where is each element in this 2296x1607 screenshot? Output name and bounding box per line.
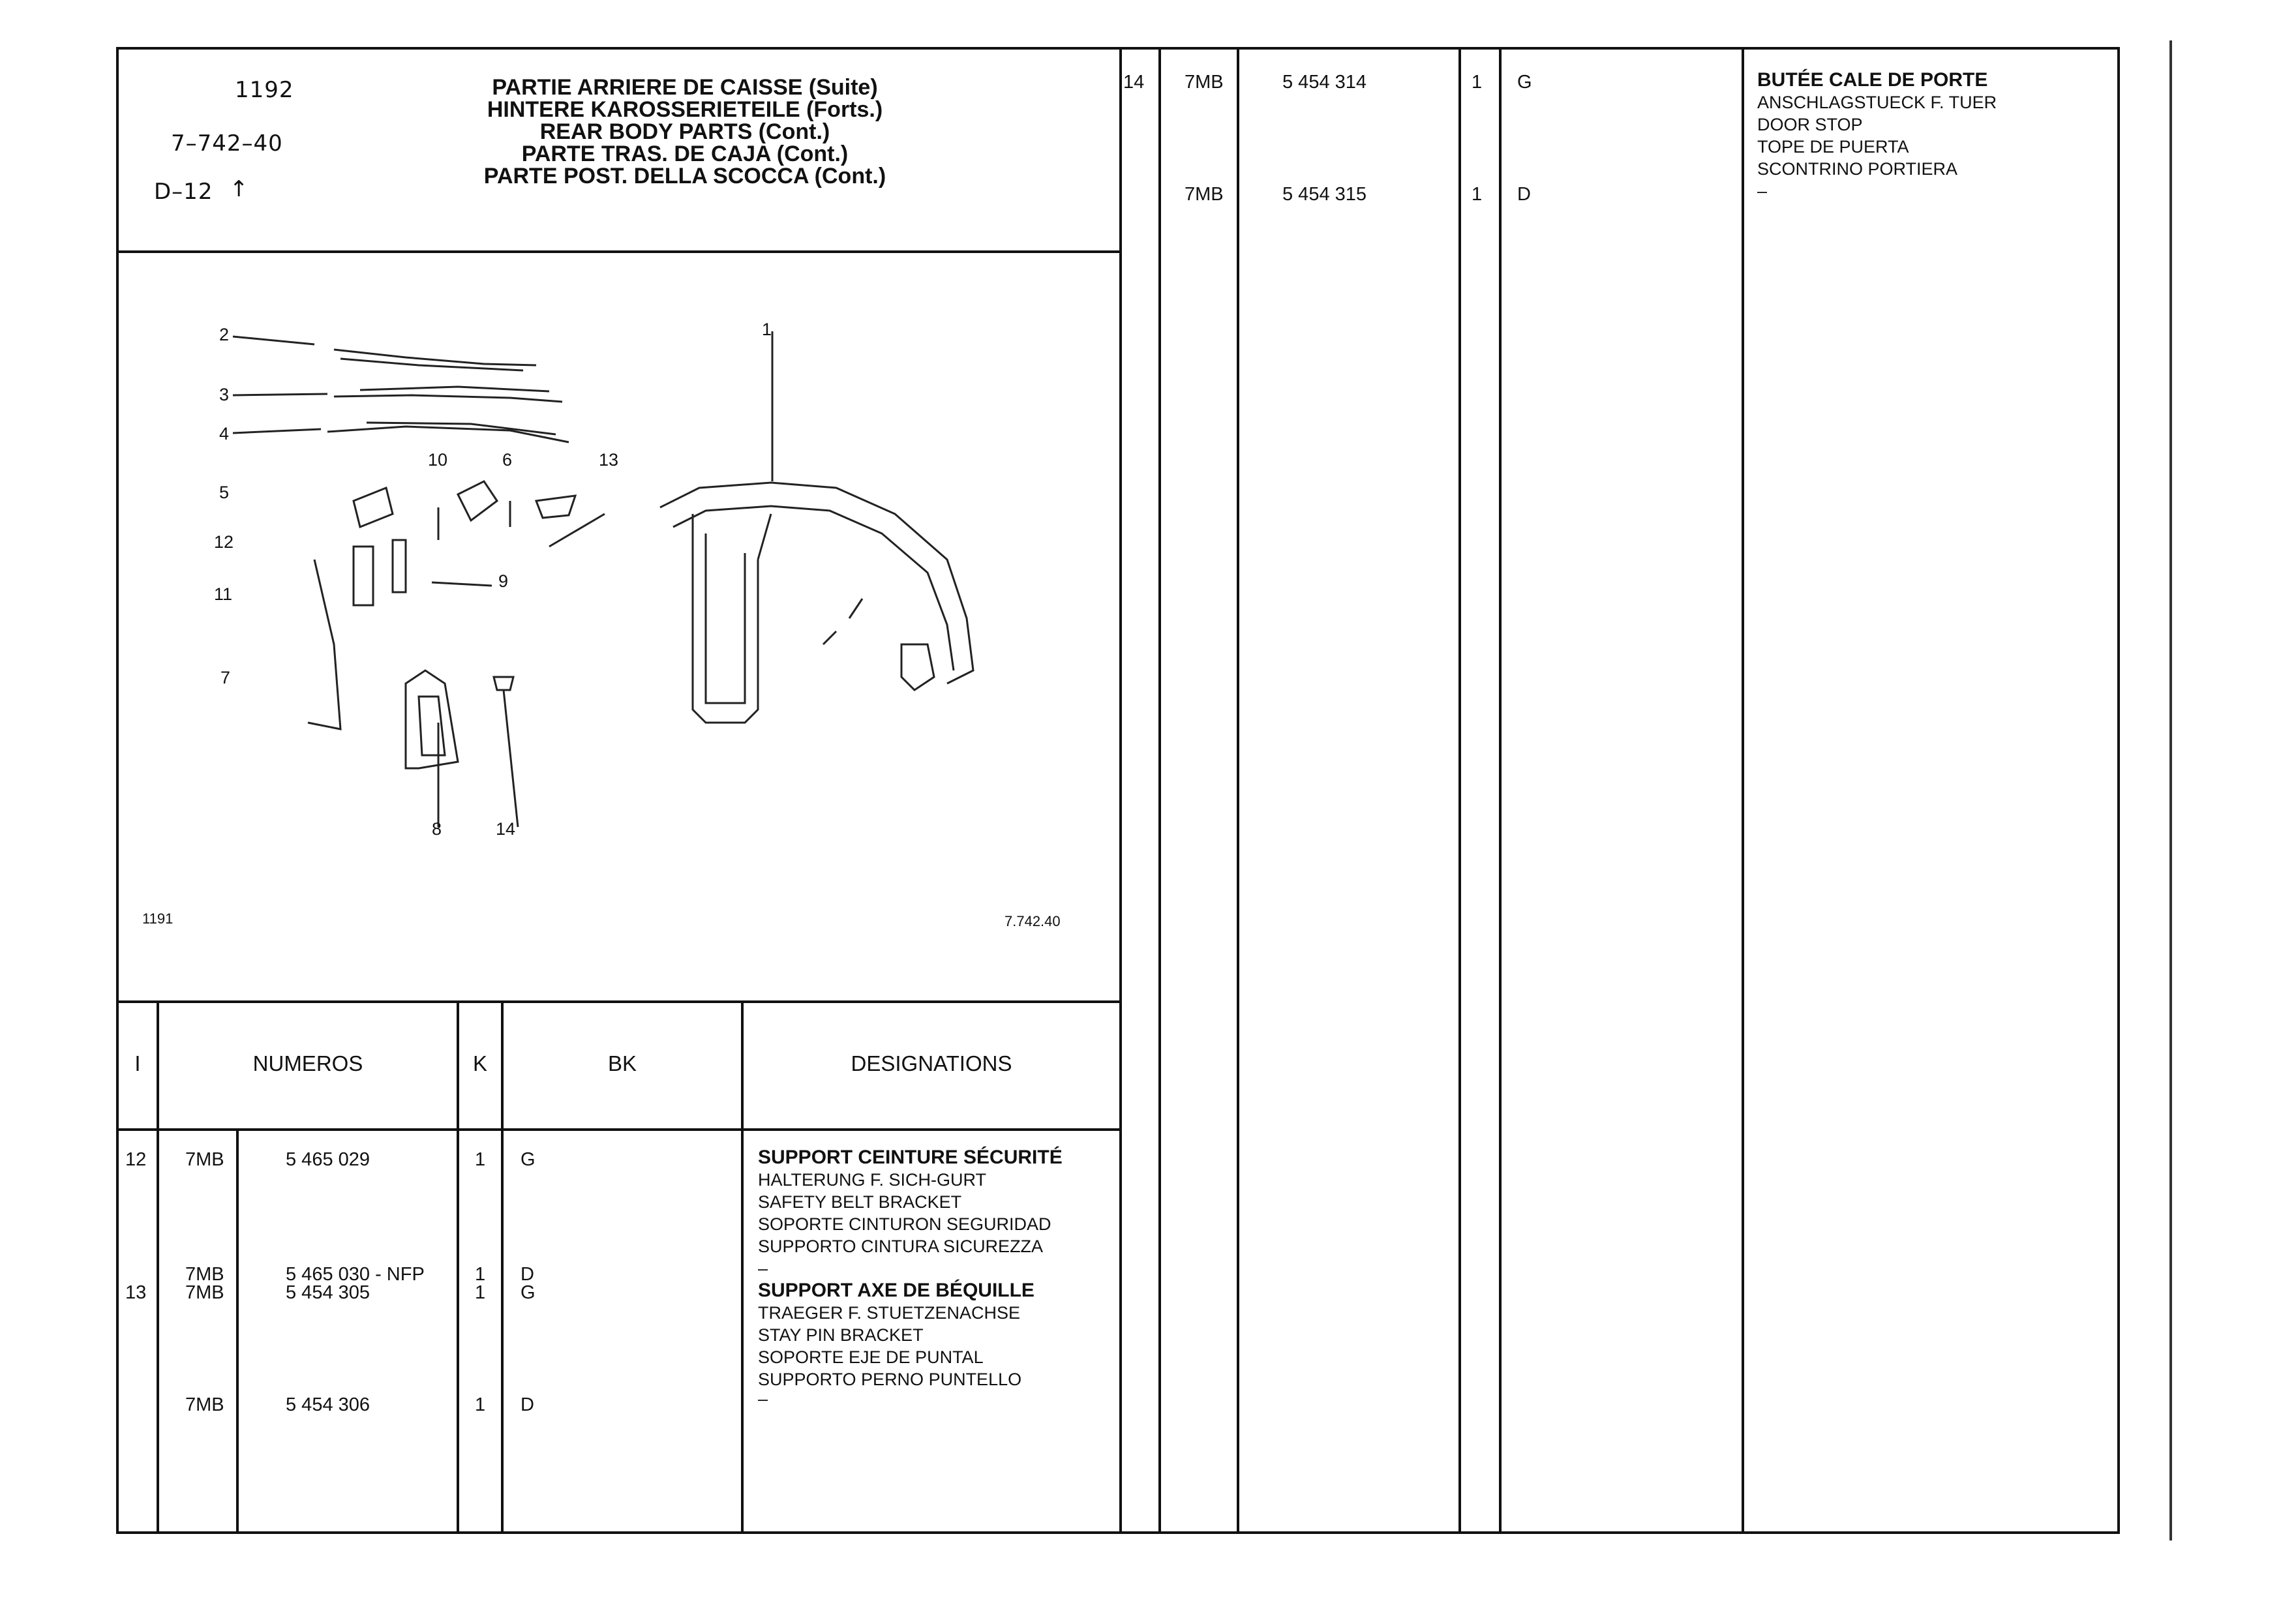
row-12-desig-it: SUPPORTO CINTURA SICUREZZA xyxy=(758,1237,1044,1256)
col-line-bk xyxy=(741,1000,744,1534)
header-bottom-rule xyxy=(116,250,1121,253)
row-13-k: 1 xyxy=(475,1282,486,1303)
row-12-desig-fr: SUPPORT CEINTURE SÉCURITÉ xyxy=(758,1147,1063,1168)
row-12-desig-de: HALTERUNG F. SICH-GURT xyxy=(758,1170,987,1190)
callout-4: 4 xyxy=(219,424,230,443)
row-14b-k: 1 xyxy=(1472,184,1483,205)
row-12-bk: G xyxy=(521,1149,536,1170)
callout-5: 5 xyxy=(219,483,230,502)
model-code: D–12 xyxy=(154,179,213,205)
row-14-desig-it: SCONTRINO PORTIERA xyxy=(1757,159,1958,179)
rcol-line-4 xyxy=(1499,47,1502,1534)
diagram-footer-right: 7.742.40 xyxy=(1004,913,1061,929)
col-header-numeros: NUMEROS xyxy=(252,1051,363,1075)
row-12-k: 1 xyxy=(475,1149,486,1170)
row-12-number: 5 465 029 xyxy=(286,1149,370,1170)
parts-catalog-sheet xyxy=(116,47,2120,1534)
col-line-k xyxy=(501,1000,504,1534)
row-13-bk: G xyxy=(521,1282,536,1303)
callout-12: 12 xyxy=(214,532,234,552)
row-12-index: 12 xyxy=(125,1149,147,1170)
row-14-index: 14 xyxy=(1123,72,1145,93)
rcol-line-5 xyxy=(1742,47,1744,1534)
row-14-number: 5 454 314 xyxy=(1282,72,1367,93)
row-13-desig-es: SOPORTE EJE DE PUNTAL xyxy=(758,1347,984,1367)
rcol-line-3 xyxy=(1458,47,1461,1534)
row-12-desig-en: SAFETY BELT BRACKET xyxy=(758,1192,962,1212)
rcol-line-2 xyxy=(1237,47,1239,1534)
row-14b-designation: – xyxy=(1757,181,1768,201)
callout-14: 14 xyxy=(496,819,516,839)
title-de: HINTERE KAROSSERIETEILE (Forts.) xyxy=(487,97,883,122)
reference-number: 7–742–40 xyxy=(171,130,283,157)
row-13b-bk: D xyxy=(521,1394,534,1415)
callout-7: 7 xyxy=(220,668,231,687)
row-14b-bk: D xyxy=(1517,184,1531,205)
col-line-prefix xyxy=(236,1128,239,1534)
col-line-numeros xyxy=(457,1000,459,1534)
diagram-footer-left: 1191 xyxy=(142,910,174,927)
callout-3: 3 xyxy=(219,385,230,404)
callout-11: 11 xyxy=(214,584,233,604)
callout-2: 2 xyxy=(219,325,230,344)
rcol-line-1 xyxy=(1158,47,1161,1534)
row-12-prefix: 7MB xyxy=(185,1149,224,1170)
row-12b-prefix: 7MB xyxy=(185,1264,224,1285)
row-13b-k: 1 xyxy=(475,1394,486,1415)
row-14-desig-de: ANSCHLAGSTUECK F. TUER xyxy=(1757,93,1997,112)
up-arrow-icon: ↑ xyxy=(230,176,249,202)
title-it: PARTE POST. DELLA SCOCCA (Cont.) xyxy=(483,164,886,188)
title-en: REAR BODY PARTS (Cont.) xyxy=(539,119,830,144)
row-13-desig-de: TRAEGER F. STUETZENACHSE xyxy=(758,1303,1021,1323)
callout-9: 9 xyxy=(498,571,509,591)
binding-edge-line xyxy=(2169,40,2172,1540)
row-12b-k: 1 xyxy=(475,1264,486,1285)
row-14-desig-fr: BUTÉE CALE DE PORTE xyxy=(1757,69,1988,91)
row-13-designation: SUPPORT AXE DE BÉQUILLE TRAEGER F. STUET… xyxy=(758,1280,1035,1390)
row-14-k: 1 xyxy=(1472,72,1483,93)
row-13-desig-it: SUPPORTO PERNO PUNTELLO xyxy=(758,1370,1022,1389)
callout-1: 1 xyxy=(762,320,772,339)
callout-6: 6 xyxy=(502,450,513,470)
row-12b-number: 5 465 030 - NFP xyxy=(286,1264,425,1285)
callout-10: 10 xyxy=(428,450,448,470)
row-13b-prefix: 7MB xyxy=(185,1394,224,1415)
row-14-prefix: 7MB xyxy=(1185,72,1224,93)
row-13b-designation: – xyxy=(758,1389,768,1409)
row-13-number: 5 454 305 xyxy=(286,1282,370,1303)
page-number: 1192 xyxy=(235,77,294,103)
col-line-index xyxy=(157,1000,159,1534)
row-12-designation: SUPPORT CEINTURE SÉCURITÉ HALTERUNG F. S… xyxy=(758,1147,1063,1257)
row-13-prefix: 7MB xyxy=(185,1282,224,1303)
row-12b-bk: D xyxy=(521,1264,534,1285)
table-header-bottom-rule xyxy=(116,1128,1121,1131)
row-14b-prefix: 7MB xyxy=(1185,184,1224,205)
rear-body-parts-diagram xyxy=(232,331,974,828)
row-12b-designation: – xyxy=(758,1259,768,1278)
row-14b-number: 5 454 315 xyxy=(1282,184,1367,205)
col-header-designations: DESIGNATIONS xyxy=(851,1051,1012,1075)
title-fr: PARTIE ARRIERE DE CAISSE (Suite) xyxy=(492,75,878,100)
row-13-index: 13 xyxy=(125,1282,147,1303)
row-14-desig-en: DOOR STOP xyxy=(1757,115,1863,134)
row-13b-number: 5 454 306 xyxy=(286,1394,370,1415)
callout-8: 8 xyxy=(432,819,442,839)
col-header-index: I xyxy=(134,1051,141,1075)
diagram-bottom-rule xyxy=(116,1000,1121,1003)
col-header-k: K xyxy=(472,1051,487,1075)
row-14-desig-es: TOPE DE PUERTA xyxy=(1757,137,1909,157)
row-13-desig-en: STAY PIN BRACKET xyxy=(758,1325,924,1345)
row-12-desig-es: SOPORTE CINTURON SEGURIDAD xyxy=(758,1214,1051,1234)
col-header-bk: BK xyxy=(607,1051,637,1075)
row-13-desig-fr: SUPPORT AXE DE BÉQUILLE xyxy=(758,1280,1035,1301)
row-14-designation: BUTÉE CALE DE PORTE ANSCHLAGSTUECK F. TU… xyxy=(1757,69,1997,180)
callout-13: 13 xyxy=(599,450,619,470)
title-es: PARTE TRAS. DE CAJA (Cont.) xyxy=(521,142,849,166)
row-14-bk: G xyxy=(1517,72,1532,93)
left-panel-right-border xyxy=(1119,47,1122,1534)
